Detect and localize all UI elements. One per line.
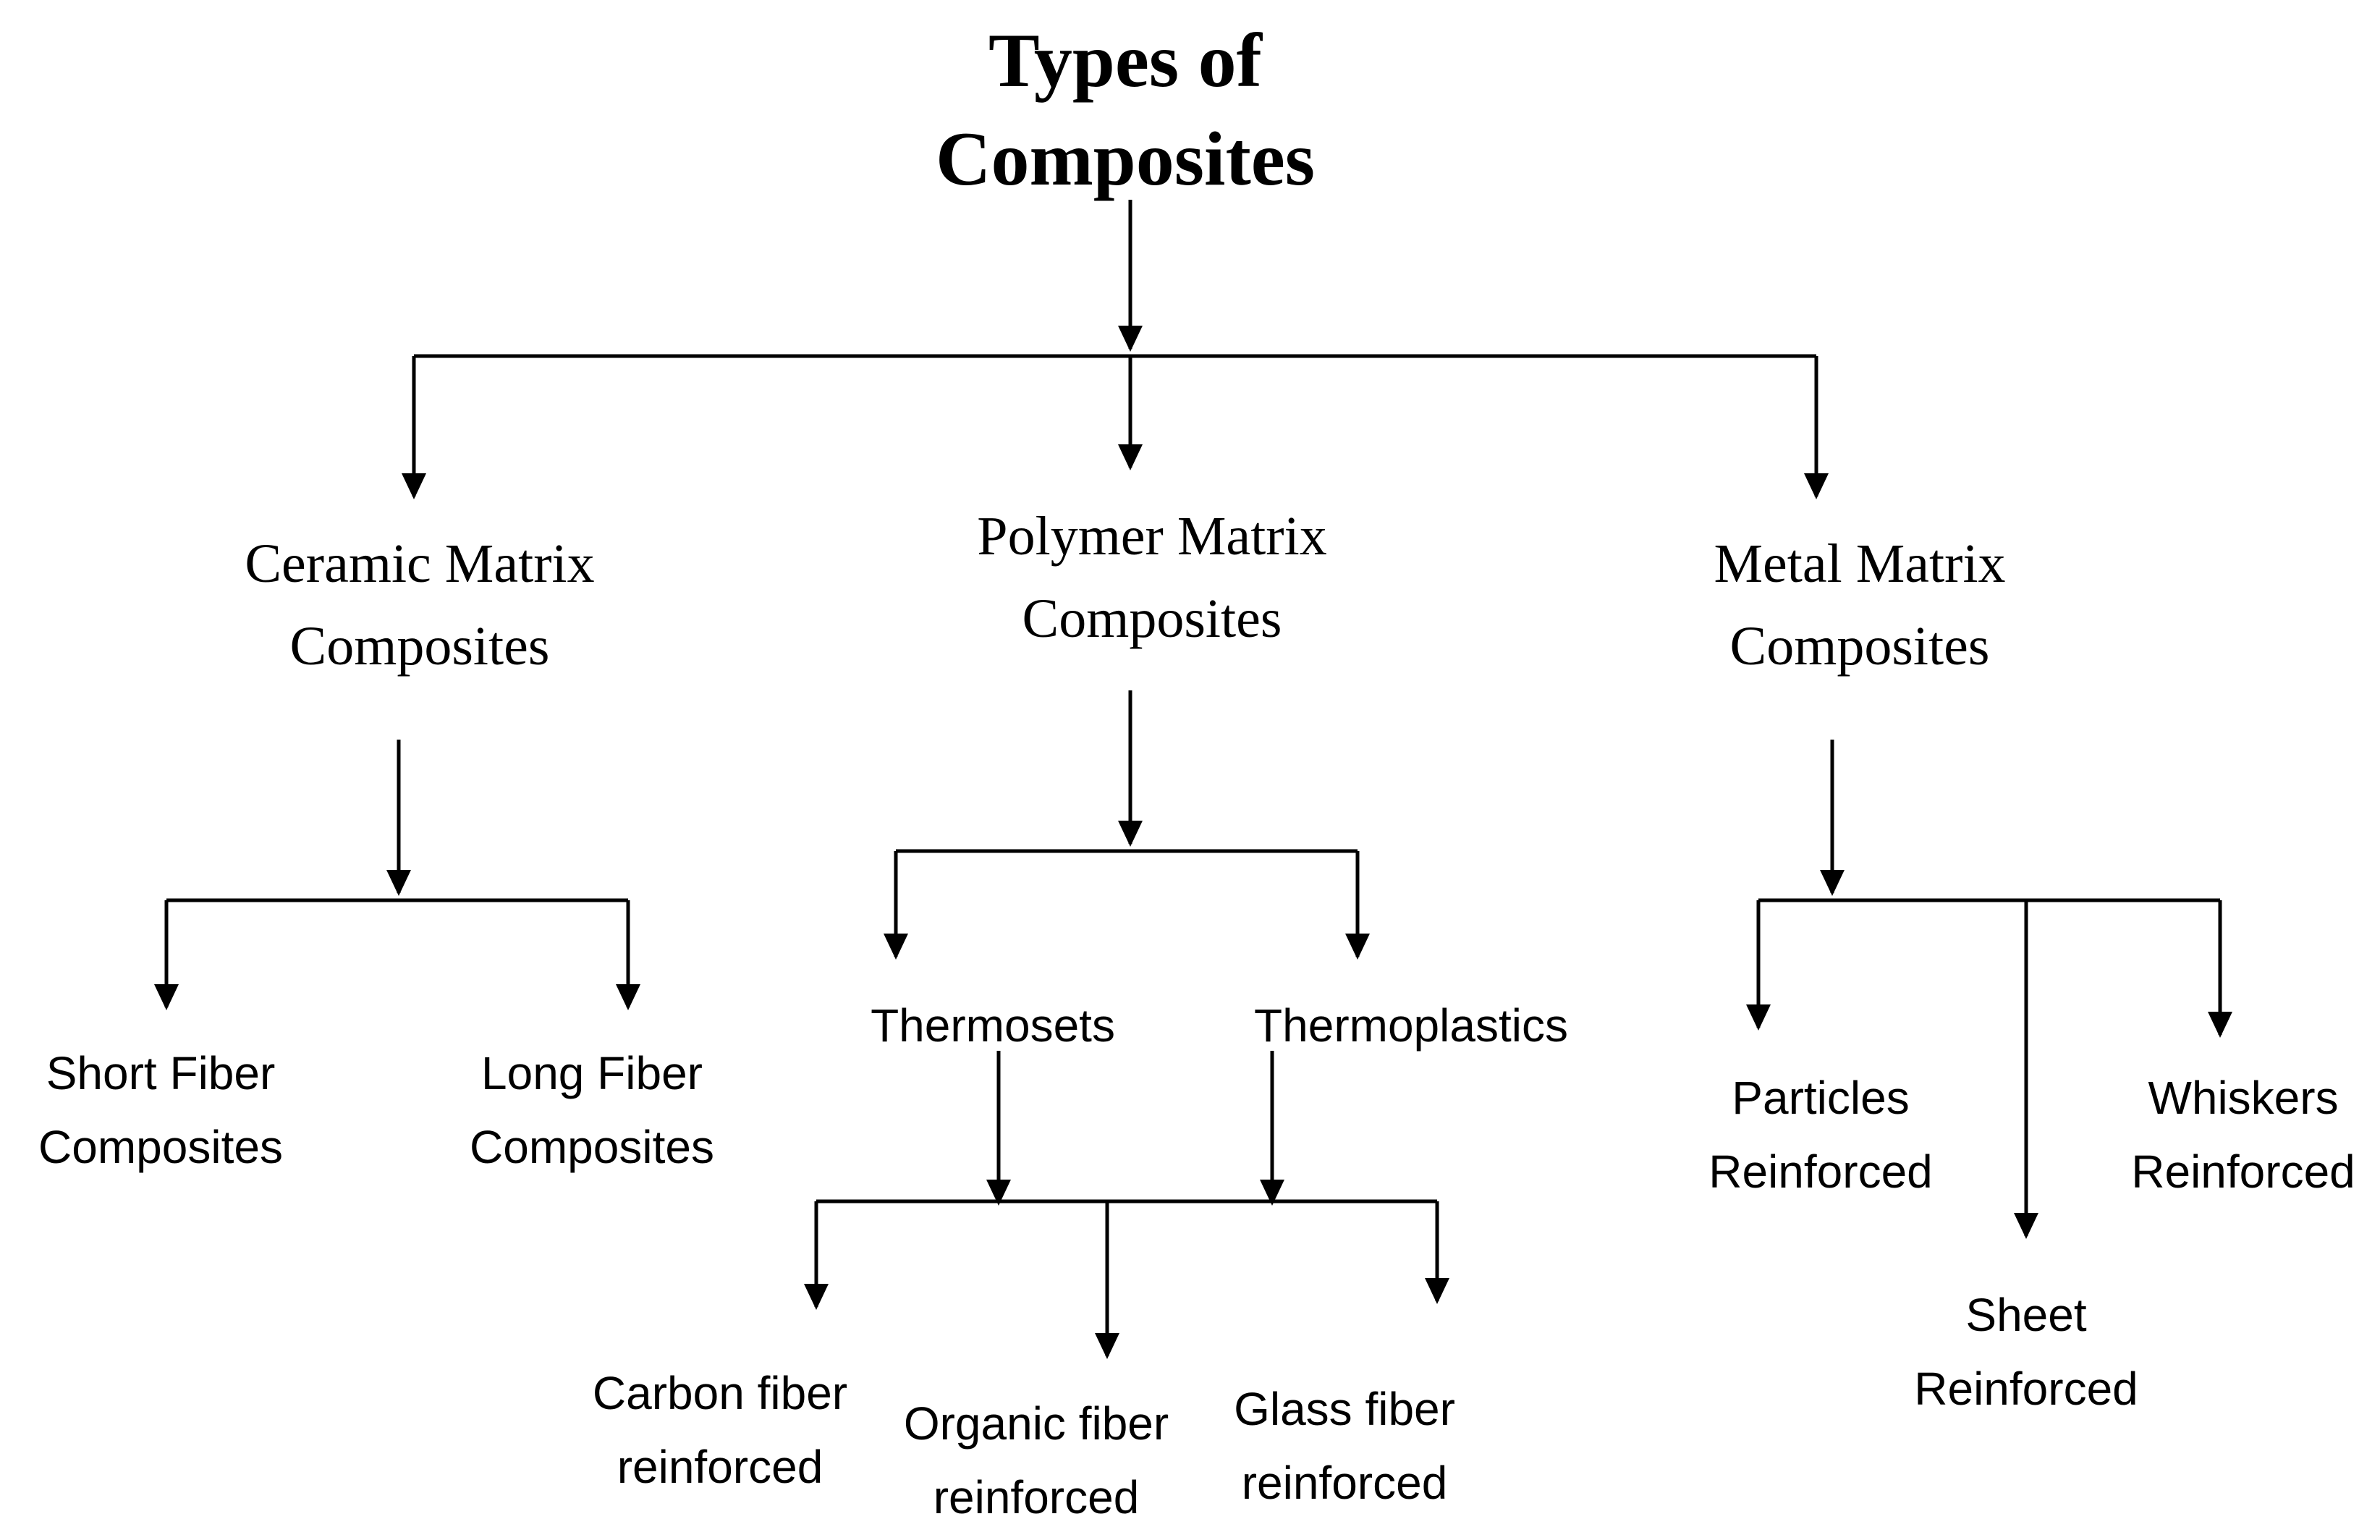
title-arrow-arrowhead: [1118, 326, 1143, 352]
metal-matrix-line-1: Metal Matrix: [1714, 533, 2006, 594]
carbon-fiber-arrow-arrowhead: [804, 1284, 829, 1310]
glass-fiber-line-2: reinforced: [1241, 1457, 1448, 1509]
carbon-fiber-line-2: reinforced: [617, 1441, 823, 1493]
whiskers-arrow-arrowhead: [2208, 1012, 2232, 1038]
organic-fiber-line-2: reinforced: [933, 1471, 1140, 1523]
thermosets-down-arrow-arrowhead: [986, 1180, 1011, 1206]
particles-line-1: Particles: [1732, 1072, 1910, 1124]
long-fiber-line-2: Composites: [470, 1121, 714, 1173]
thermosets-arrow-arrowhead: [884, 934, 908, 960]
thermoplastics-label: Thermoplastics: [1254, 999, 1568, 1052]
whiskers-line-1: Whiskers: [2148, 1072, 2339, 1124]
whiskers-line-2: Reinforced: [2131, 1146, 2355, 1198]
title-line-2: Composites: [935, 117, 1316, 201]
sheet-arrow-arrowhead: [2014, 1213, 2038, 1239]
long-fiber-node: Long Fiber Composites: [470, 1036, 714, 1184]
polymer-matrix-line-1: Polymer Matrix: [977, 506, 1327, 567]
short-fiber-arrow-arrowhead: [154, 984, 179, 1010]
short-fiber-line-1: Short Fiber: [46, 1047, 276, 1099]
thermosets-node: Thermosets: [871, 989, 1115, 1062]
diagram-title: Types of Composites: [936, 12, 1315, 208]
glass-fiber-node: Glass fiber reinforced: [1234, 1372, 1455, 1520]
organic-fiber-node: Organic fiber reinforced: [904, 1387, 1169, 1534]
long-fiber-line-1: Long Fiber: [481, 1047, 703, 1099]
ceramic-arrow-arrowhead: [402, 473, 426, 499]
polymer-matrix-line-2: Composites: [1022, 588, 1282, 649]
carbon-fiber-line-1: Carbon fiber: [592, 1367, 848, 1419]
ceramic-matrix-line-2: Composites: [289, 616, 550, 677]
thermoplastics-node: Thermoplastics: [1254, 989, 1568, 1062]
polymer-arrow-arrowhead: [1118, 444, 1143, 470]
particles-arrow-arrowhead: [1746, 1004, 1771, 1031]
short-fiber-line-2: Composites: [38, 1121, 283, 1173]
thermoplastics-down-arrow-arrowhead: [1260, 1180, 1284, 1206]
whiskers-reinforced-node: Whiskers Reinforced: [2131, 1061, 2355, 1209]
thermoplastics-arrow-arrowhead: [1345, 934, 1370, 960]
thermosets-label: Thermosets: [871, 999, 1115, 1052]
title-line-1: Types of: [988, 18, 1262, 103]
ceramic-down-arrow-arrowhead: [386, 870, 411, 896]
sheet-line-2: Reinforced: [1914, 1363, 2138, 1415]
metal-down-arrow-arrowhead: [1820, 870, 1845, 896]
carbon-fiber-node: Carbon fiber reinforced: [593, 1356, 847, 1504]
sheet-reinforced-node: Sheet Reinforced: [1914, 1278, 2138, 1426]
polymer-down-arrow-arrowhead: [1118, 821, 1143, 847]
long-fiber-arrow-arrowhead: [616, 984, 640, 1010]
organic-fiber-arrow-arrowhead: [1095, 1333, 1119, 1359]
organic-fiber-line-1: Organic fiber: [903, 1397, 1169, 1450]
short-fiber-node: Short Fiber Composites: [38, 1036, 283, 1184]
particles-reinforced-node: Particles Reinforced: [1708, 1061, 1933, 1209]
metal-arrow-arrowhead: [1804, 473, 1829, 499]
ceramic-matrix-node: Ceramic Matrix Composites: [245, 522, 594, 688]
metal-matrix-node: Metal Matrix Composites: [1714, 522, 2005, 688]
particles-line-2: Reinforced: [1708, 1146, 1933, 1198]
ceramic-matrix-line-1: Ceramic Matrix: [245, 533, 595, 594]
metal-matrix-line-2: Composites: [1729, 616, 1990, 677]
sheet-line-1: Sheet: [1965, 1289, 2087, 1341]
polymer-matrix-node: Polymer Matrix Composites: [977, 495, 1326, 660]
glass-fiber-arrow-arrowhead: [1425, 1278, 1449, 1304]
glass-fiber-line-1: Glass fiber: [1234, 1383, 1455, 1435]
